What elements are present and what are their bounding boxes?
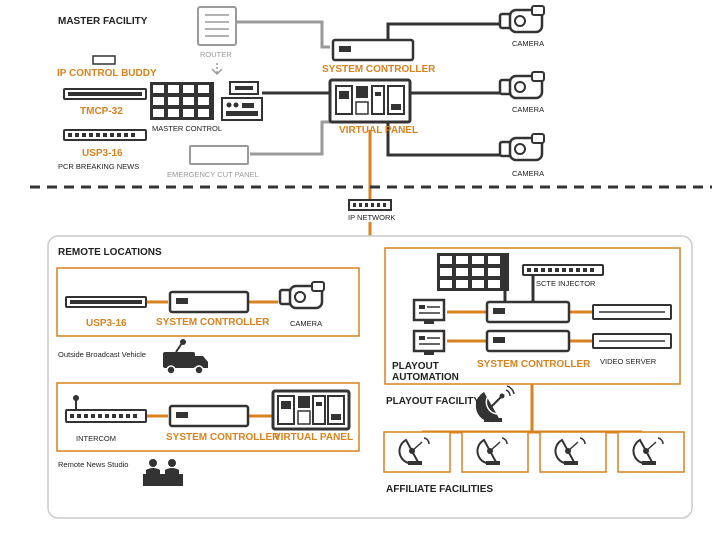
playout-monitor-2-icon: [412, 329, 446, 355]
ip-control-buddy-device: [92, 55, 116, 65]
playout-controller-1-device: [485, 300, 571, 324]
remote-studio-box: [56, 382, 360, 452]
ob-truck-icon: [163, 339, 208, 375]
system-controller-studio-device: [168, 404, 250, 428]
playout-satellite-icon: [475, 385, 515, 423]
master-control-panel: [221, 81, 263, 121]
playout-facility-label: PLAYOUT FACILITY: [386, 396, 480, 407]
playout-grid-device: [437, 253, 509, 291]
ob-caption: Outside Broadcast Vehicle: [58, 350, 146, 359]
intercom-label: INTERCOM: [76, 434, 116, 443]
router-label: ROUTER: [200, 50, 232, 59]
playout-links: [447, 276, 592, 432]
system-controller-master-device: [331, 38, 415, 62]
link-controller-camera-1: [386, 22, 500, 42]
video-server-1-device: [592, 304, 672, 320]
scte-injector-device: [522, 264, 604, 276]
affiliate-box-4: [617, 431, 685, 473]
lower-region-frame: [47, 235, 693, 519]
camera-3-label: CAMERA: [512, 169, 544, 178]
usp-master-ports: [68, 133, 135, 137]
emergency-cut-device: [189, 145, 249, 165]
pcr-label: PCR BREAKING NEWS: [58, 162, 139, 171]
camera-1-icon: [498, 5, 545, 34]
affiliate-facilities-label: AFFILIATE FACILITIES: [386, 484, 493, 495]
virtual-panel-studio-device: [271, 389, 351, 431]
master-facility-title: MASTER FACILITY: [58, 16, 148, 27]
virtual-panel-studio-label: VIRTUAL PANEL: [274, 432, 353, 443]
camera-3-icon: [498, 133, 545, 162]
playout-controller-2-device: [485, 329, 571, 353]
master-control-grid: [150, 82, 214, 120]
tmcp-panel: [68, 92, 142, 96]
usp-master-label: USP3-16: [82, 148, 123, 159]
tmcp-label: TMCP-32: [80, 106, 123, 117]
system-controller-ob-device: [168, 290, 250, 314]
ip-control-buddy-label: IP CONTROL BUDDY: [57, 68, 157, 79]
affiliate-box-1: [383, 431, 451, 473]
master-control-label: MASTER CONTROL: [152, 124, 222, 133]
ip-network-switch: [348, 199, 392, 211]
router-device: [197, 6, 237, 46]
ob-vehicle-box: [56, 267, 360, 337]
link-emergency: [250, 120, 334, 156]
camera-2-icon: [498, 71, 545, 100]
playout-automation-label-1: PLAYOUT: [392, 361, 439, 372]
scte-injector-label: SCTE INJECTOR: [536, 279, 596, 288]
remote-locations-title: REMOTE LOCATIONS: [58, 247, 162, 258]
virtual-panel-master-device: [328, 78, 412, 124]
intercom-device: [65, 395, 147, 423]
usp-ob-label: USP3-16: [86, 318, 127, 329]
video-server-label: VIDEO SERVER: [600, 357, 657, 366]
connections: [236, 20, 500, 236]
playout-monitor-1-icon: [412, 298, 446, 324]
usp-ob-device: [65, 296, 147, 308]
camera-ob-icon: [278, 281, 325, 310]
affiliate-box-3: [539, 431, 607, 473]
playout-system-controller-label: SYSTEM CONTROLLER: [477, 359, 591, 370]
system-controller-master-label: SYSTEM CONTROLLER: [322, 64, 436, 75]
ip-network-label: IP NETWORK: [348, 213, 395, 222]
video-server-2-device: [592, 333, 672, 349]
system-controller-ob-label: SYSTEM CONTROLLER: [156, 317, 270, 328]
emergency-cut-label: EMERGENCY CUT PANEL: [167, 170, 259, 179]
studio-caption: Remote News Studio: [58, 460, 128, 469]
router-arrow-icon: [211, 63, 223, 76]
news-anchors-icon: [143, 459, 183, 486]
system-controller-studio-label: SYSTEM CONTROLLER: [166, 432, 280, 443]
link-router: [236, 20, 330, 49]
camera-ob-label: CAMERA: [290, 319, 322, 328]
playout-automation-label-2: AUTOMATION: [392, 372, 459, 383]
link-panel-camera-3: [386, 122, 500, 157]
camera-2-label: CAMERA: [512, 105, 544, 114]
affiliate-box-2: [461, 431, 529, 473]
virtual-panel-master-label: VIRTUAL PANEL: [339, 125, 418, 136]
camera-1-label: CAMERA: [512, 39, 544, 48]
